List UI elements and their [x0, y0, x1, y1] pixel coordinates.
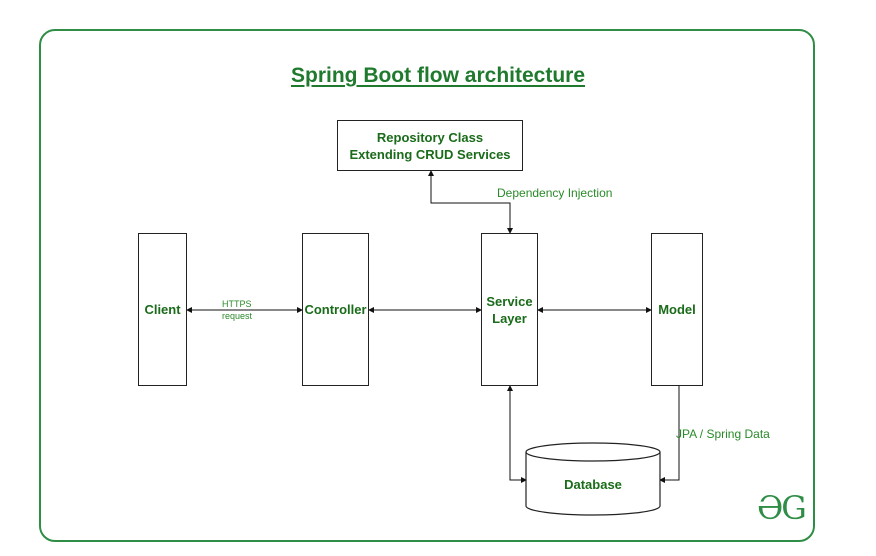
service-database-edge — [507, 385, 527, 483]
model-label: Model — [658, 302, 696, 317]
https-label-line2: request — [222, 311, 253, 321]
diagram-title: Spring Boot flow architecture — [290, 64, 586, 87]
database-label: Database — [564, 477, 622, 492]
repository-label: Repository Class Extending CRUD Services — [349, 129, 511, 162]
service-layer-box: Service Layer — [481, 233, 538, 386]
database-cylinder — [525, 442, 661, 516]
model-box: Model — [651, 233, 703, 386]
jpa-label: JPA / Spring Data — [676, 427, 770, 441]
model-database-edge — [659, 386, 680, 483]
client-label: Client — [144, 302, 181, 317]
https-label-line1: HTTPS — [222, 299, 252, 309]
diagram-frame — [39, 29, 815, 542]
gfg-logo: ƏG — [757, 489, 807, 527]
dependency-injection-edge — [428, 170, 513, 234]
controller-box: Controller — [302, 233, 369, 386]
service-label: Service Layer — [486, 293, 533, 326]
repository-box: Repository Class Extending CRUD Services — [337, 120, 523, 171]
client-box: Client — [138, 233, 187, 386]
controller-label: Controller — [304, 302, 367, 317]
dependency-injection-label: Dependency Injection — [497, 186, 613, 200]
